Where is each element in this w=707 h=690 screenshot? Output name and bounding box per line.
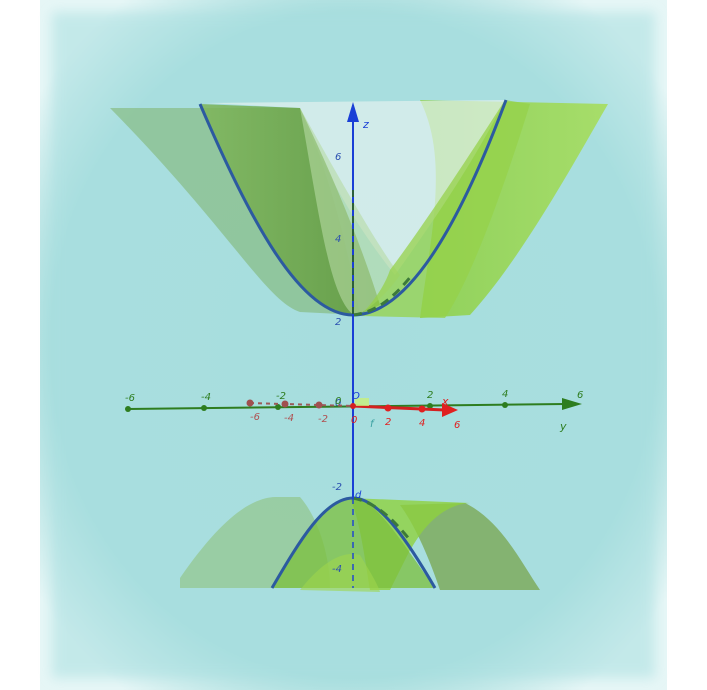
z-tick-minus-4: -4 [332, 564, 342, 575]
y-tick-6: 6 [577, 390, 583, 401]
z-axis: z 6 4 2 0 -2 -4 [332, 102, 369, 588]
x-tick-0: 0 [351, 415, 357, 426]
z-axis-arrow-icon [347, 102, 359, 122]
x-tick-6: 6 [454, 420, 460, 431]
z-tick-minus-2: -2 [332, 482, 342, 493]
x-tick-2: 2 [385, 417, 391, 428]
x-tick-4: 4 [419, 418, 425, 429]
x-axis-arrow-icon [442, 403, 458, 417]
z-tick-6: 6 [335, 152, 341, 163]
z-axis-label: z [362, 118, 369, 131]
origin-marker: O f d [350, 391, 375, 501]
y-axis-label: y [559, 420, 567, 433]
origin-label: O [352, 391, 360, 402]
x-axis: x -6 -4 -2 0 2 4 6 [246, 395, 460, 431]
z-tick-2: 2 [335, 317, 341, 328]
x-tick-minus-2: -2 [318, 414, 328, 425]
x-axis-label: x [441, 395, 449, 408]
d-label: d [355, 490, 362, 501]
z-tick-4: 4 [335, 234, 341, 245]
x-tick-minus-4: -4 [284, 413, 294, 424]
z-tick-0: 0 [335, 398, 341, 409]
upper-sheet [110, 99, 608, 318]
y-tick-0: 0 [335, 396, 341, 407]
y-tick-2: 2 [427, 390, 433, 401]
y-axis-arrow-icon [562, 398, 582, 410]
x-tick-minus-6: -6 [250, 412, 260, 423]
f-label: f [370, 419, 375, 430]
y-tick-minus-4: -4 [201, 392, 211, 403]
y-tick-minus-6: -6 [125, 393, 135, 404]
y-tick-minus-2: -2 [276, 391, 286, 402]
y-tick-4: 4 [502, 389, 508, 400]
